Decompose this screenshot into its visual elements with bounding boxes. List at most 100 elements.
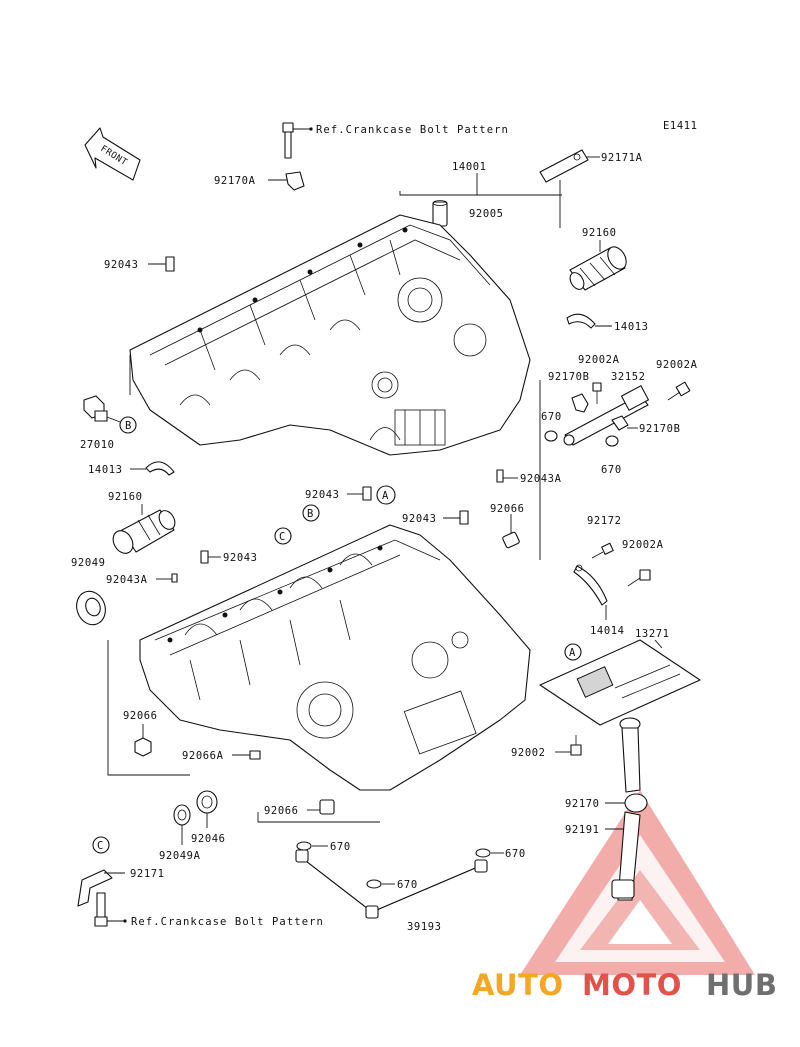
lower-crankcase-half [139, 524, 531, 791]
part-label-92066-bottom: 92066 [264, 805, 299, 817]
oil-pipe-32152-part [563, 385, 650, 446]
o-ring-670-1-part [544, 430, 558, 442]
plug-92066A-part [232, 750, 261, 760]
bolt-92002A-3-part [627, 569, 651, 587]
watermark-text: AUTO MOTO HUB [472, 968, 777, 1002]
part-label-92043-mid2: 92043 [402, 513, 437, 525]
bolt-92002A-2-part [667, 381, 691, 401]
part-label-92066-left: 92066 [123, 710, 158, 722]
bottom-bolt-part [94, 892, 127, 927]
clip-14013-left-part [130, 461, 175, 476]
diagram-code: E1411 [663, 120, 698, 132]
part-label-92170B-1: 92170B [548, 371, 590, 383]
part-label-92043A-left: 92043A [106, 574, 148, 586]
callout-c-mid: C [279, 531, 286, 543]
pin-92043A-right-part [496, 469, 518, 483]
part-label-14014: 14014 [590, 625, 625, 637]
part-label-92160-left: 92160 [108, 491, 143, 503]
watermark-logo [520, 790, 755, 975]
part-label-92191: 92191 [565, 824, 600, 836]
bearing-92160-left-part [112, 504, 176, 554]
part-label-92046: 92046 [191, 833, 226, 845]
bolt-92002-part [555, 735, 582, 756]
callout-a-mid: A [382, 490, 389, 502]
ref-crankcase-bolt-pattern-bottom: Ref.Crankcase Bolt Pattern [131, 916, 324, 928]
watermark-moto: MOTO [582, 968, 682, 1002]
part-label-13271: 13271 [635, 628, 670, 640]
part-label-92043A-right: 92043A [520, 473, 562, 485]
o-ring-670-2-part [605, 435, 619, 447]
guide-lines-bottom [257, 812, 380, 823]
dowel-92043-left-part [200, 550, 221, 564]
plate-13271-part [539, 639, 701, 731]
part-label-92066-right: 92066 [490, 503, 525, 515]
part-label-92170B-2: 92170B [639, 423, 681, 435]
part-label-670-4: 670 [505, 848, 526, 860]
bolt-92002A-1-part [592, 382, 602, 404]
part-label-92172: 92172 [587, 515, 622, 527]
part-label-92002A-3: 92002A [622, 539, 664, 551]
part-label-670-5: 670 [397, 879, 418, 891]
guide-lines-left [107, 640, 190, 776]
plug-92066-bottom-part [307, 799, 335, 815]
watermark-auto: AUTO [472, 968, 564, 1002]
part-label-27010: 27010 [80, 439, 115, 451]
plate-92171-part [77, 869, 125, 907]
o-ring-670-4-part [475, 848, 504, 858]
oil-strainer-pipe-part [611, 727, 641, 901]
callout-b-mid: B [307, 508, 314, 520]
bearing-92160-right-part [569, 240, 627, 291]
switch-27010-part [83, 395, 137, 434]
callout-a-right: A [569, 647, 576, 659]
part-label-14001: 14001 [452, 161, 487, 173]
part-label-92005: 92005 [469, 208, 504, 220]
part-label-92049A: 92049A [159, 850, 201, 862]
plug-92066-left-part [134, 724, 152, 757]
part-label-92002A-2: 92002A [656, 359, 698, 371]
seal-92049-part [76, 590, 106, 626]
part-label-92043-mid1: 92043 [305, 489, 340, 501]
part-label-92002A-1: 92002A [578, 354, 620, 366]
part-label-92066A: 92066A [182, 750, 224, 762]
dowel-92043-mid1-part [347, 486, 372, 501]
clip-14013-right-part [566, 313, 612, 329]
seal-92049A-part [173, 804, 191, 845]
plate-92171A-part [539, 149, 600, 183]
watermark-hub: HUB [706, 968, 777, 1002]
leader-14001 [399, 191, 562, 196]
front-arrow-icon: FRONT [84, 127, 141, 181]
o-ring-670-5-part [366, 879, 395, 889]
oil-pipe-39193-part [295, 849, 488, 919]
bolt-92172-part [591, 542, 614, 559]
part-label-39193: 39193 [407, 921, 442, 933]
bearing-92046-part [196, 790, 218, 828]
ref-crankcase-bolt-pattern-top: Ref.Crankcase Bolt Pattern [316, 124, 509, 136]
part-label-670-2: 670 [601, 464, 622, 476]
part-label-92160-right: 92160 [582, 227, 617, 239]
clamp-92170B-2-part [611, 415, 638, 431]
part-label-92170A: 92170A [214, 175, 256, 187]
callout-c-bottom: C [97, 840, 104, 852]
upper-crankcase-half [129, 214, 531, 456]
part-label-92171A: 92171A [601, 152, 643, 164]
part-label-14013-right: 14013 [614, 321, 649, 333]
part-label-92049: 92049 [71, 557, 106, 569]
top-bolt-part [282, 122, 313, 159]
clamp-92170B-1-part [571, 393, 589, 413]
part-label-14013-left: 14013 [88, 464, 123, 476]
part-label-670-1: 670 [541, 411, 562, 423]
clip-92170A-part [268, 171, 305, 191]
part-label-670-3: 670 [330, 841, 351, 853]
part-label-92043-left: 92043 [223, 552, 258, 564]
plug-92066-right-part [502, 514, 520, 549]
part-label-32152: 32152 [611, 371, 646, 383]
dowel-92043-mid2-part [443, 510, 469, 525]
dowel-92043-top-part [148, 256, 175, 272]
clamp-92170-bottom-part [605, 793, 648, 813]
part-label-92002: 92002 [511, 747, 546, 759]
part-label-92171: 92171 [130, 868, 165, 880]
part-label-92170-bottom: 92170 [565, 798, 600, 810]
pin-92043A-left-part [156, 573, 178, 583]
part-label-92043-top: 92043 [104, 259, 139, 271]
